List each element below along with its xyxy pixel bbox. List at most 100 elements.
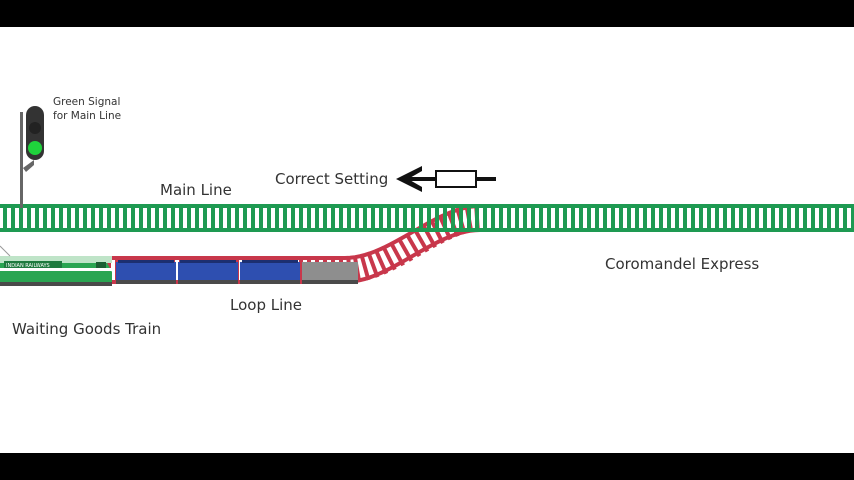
- green-signal-lamp: [28, 141, 42, 155]
- railway-signal-icon: [20, 106, 44, 208]
- loop-line-sleeper: [299, 257, 303, 283]
- bottom-letterbox: [0, 453, 854, 480]
- main-line-sleeper: [291, 205, 295, 231]
- main-line-label: Main Line: [160, 181, 232, 199]
- main-line-sleeper: [587, 205, 591, 231]
- loop-line-sleeper: [404, 232, 422, 258]
- signal-label-line2: for Main Line: [53, 110, 121, 122]
- main-line-sleeper: [59, 205, 63, 231]
- top-letterbox: [0, 0, 854, 27]
- main-line-sleeper: [315, 205, 319, 231]
- main-line-sleeper: [75, 205, 79, 231]
- main-line-sleeper: [403, 205, 407, 231]
- main-line-sleeper: [411, 205, 415, 231]
- main-line-sleeper: [619, 205, 623, 231]
- signal-label-line1: Green Signal: [53, 96, 120, 108]
- main-line-sleeper: [283, 205, 287, 231]
- main-line-sleeper: [851, 205, 854, 231]
- main-line-sleeper: [539, 205, 543, 231]
- main-line-sleeper: [803, 205, 807, 231]
- main-line-sleeper: [723, 205, 727, 231]
- main-line-sleeper: [11, 205, 15, 231]
- main-line-sleeper: [99, 205, 103, 231]
- main-line-sleeper: [379, 205, 383, 231]
- main-line-sleeper: [267, 205, 271, 231]
- main-line-sleeper: [355, 205, 359, 231]
- main-line-sleeper: [643, 205, 647, 231]
- main-line-sleeper: [435, 205, 439, 231]
- loop-line-sleeper: [359, 254, 371, 281]
- main-line-sleeper: [299, 205, 303, 231]
- main-line-sleeper: [571, 205, 575, 231]
- main-line-sleeper: [211, 205, 215, 231]
- main-line-sleeper: [835, 205, 839, 231]
- main-line-sleeper: [603, 205, 607, 231]
- main-line-sleeper: [427, 205, 431, 231]
- main-line-sleeper: [275, 205, 279, 231]
- loop-line-sleeper: [396, 237, 414, 262]
- main-line-sleeper: [635, 205, 639, 231]
- main-line-sleeper: [123, 205, 127, 231]
- main-line-sleeper: [787, 205, 791, 231]
- main-line-sleeper: [467, 205, 471, 231]
- main-line-sleeper: [203, 205, 207, 231]
- main-line-sleeper: [419, 205, 423, 231]
- main-line-sleeper: [531, 205, 535, 231]
- main-line-sleeper: [371, 205, 375, 231]
- main-line-sleeper: [27, 205, 31, 231]
- main-line-sleeper: [731, 205, 735, 231]
- main-line-sleeper: [507, 205, 511, 231]
- main-line-sleeper: [523, 205, 527, 231]
- main-line-sleeper: [667, 205, 671, 231]
- main-line-sleeper: [219, 205, 223, 231]
- main-line-sleeper: [739, 205, 743, 231]
- loop-line-sleeper: [389, 241, 405, 267]
- main-line-sleeper: [579, 205, 583, 231]
- main-line-sleeper: [387, 205, 391, 231]
- main-line-sleeper: [155, 205, 159, 231]
- loop-line-sleeper: [366, 252, 380, 278]
- main-line-sleeper: [67, 205, 71, 231]
- goods-wagon-icon: [240, 260, 300, 284]
- main-line-sleeper: [51, 205, 55, 231]
- main-line-sleeper: [35, 205, 39, 231]
- main-line-sleeper: [347, 205, 351, 231]
- main-line-sleeper: [699, 205, 703, 231]
- loop-line-label: Loop Line: [230, 296, 302, 314]
- main-line-sleeper: [459, 205, 463, 231]
- point-switch-icon: [435, 170, 477, 188]
- main-line-sleeper: [747, 205, 751, 231]
- main-line-sleeper: [483, 205, 487, 231]
- main-line-sleeper: [307, 205, 311, 231]
- waiting-goods-train-label: Waiting Goods Train: [12, 320, 161, 338]
- main-line-rail-top: [0, 204, 854, 208]
- main-line-sleeper: [499, 205, 503, 231]
- main-line-sleeper: [43, 205, 47, 231]
- main-line-sleeper: [115, 205, 119, 231]
- main-line-sleeper: [131, 205, 135, 231]
- locomotive-brand-text: INDIAN RAILWAYS: [6, 263, 50, 269]
- main-line-sleeper: [107, 205, 111, 231]
- main-line-sleeper: [3, 205, 7, 231]
- main-line-sleeper: [235, 205, 239, 231]
- main-line-sleeper: [251, 205, 255, 231]
- main-line-sleeper: [795, 205, 799, 231]
- main-line-sleeper: [171, 205, 175, 231]
- main-line-track: [0, 204, 854, 232]
- loop-line-sleeper: [412, 227, 430, 253]
- main-line-sleeper: [515, 205, 519, 231]
- main-line-sleeper: [675, 205, 679, 231]
- main-line-sleeper: [139, 205, 143, 231]
- main-line-sleeper: [91, 205, 95, 231]
- main-line-sleeper: [179, 205, 183, 231]
- main-line-sleeper: [827, 205, 831, 231]
- main-line-sleeper: [627, 205, 631, 231]
- diagram-background: [0, 27, 854, 453]
- main-line-sleeper: [843, 205, 847, 231]
- main-line-sleeper: [563, 205, 567, 231]
- main-line-sleeper: [763, 205, 767, 231]
- main-line-sleeper: [443, 205, 447, 231]
- main-line-sleeper: [811, 205, 815, 231]
- main-line-sleeper: [243, 205, 247, 231]
